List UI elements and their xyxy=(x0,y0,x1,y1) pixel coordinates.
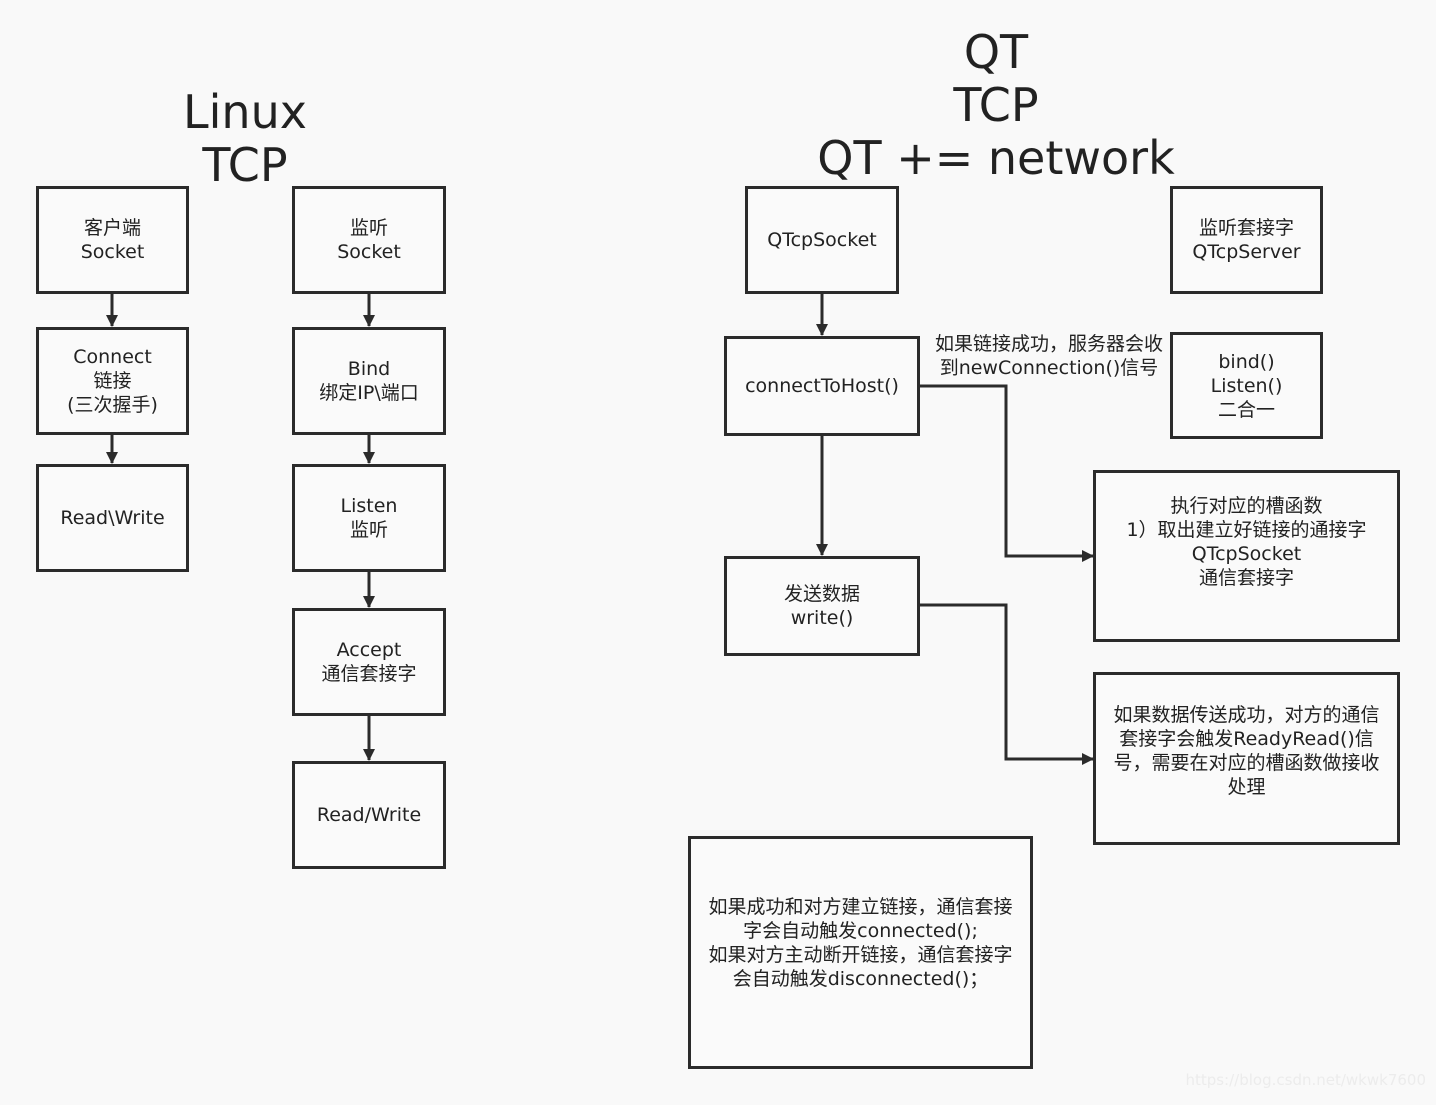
box-label: Accept xyxy=(336,639,402,661)
server-listen-box: Listen 监听 xyxy=(292,464,446,572)
box-label: 链接 xyxy=(93,370,132,392)
connected-signals-box: 如果成功和对方建立链接，通信套接 字会自动触发connected(); 如果对方… xyxy=(688,836,1033,1069)
client-socket-box: 客户端 Socket xyxy=(36,186,189,294)
server-socket-box: 监听 Socket xyxy=(292,186,446,294)
box-label: Socket xyxy=(80,241,145,263)
arrow-write-to-readyread xyxy=(919,603,1094,765)
box-label: Listen() xyxy=(1210,374,1283,397)
arrow-connecttohost-to-slot xyxy=(919,384,1094,562)
linux-tcp-title: Linux TCP xyxy=(155,86,335,192)
qt-tcp-title-line: TCP xyxy=(953,78,1039,132)
box-label: 字会自动触发connected(); xyxy=(743,919,978,942)
server-bind-box: Bind 绑定IP\端口 xyxy=(292,327,446,435)
box-label: connectToHost() xyxy=(745,375,899,397)
box-label: write() xyxy=(790,607,854,629)
box-label: QTcpServer xyxy=(1192,241,1301,263)
box-label: Read/Write xyxy=(316,804,422,826)
box-label: Connect xyxy=(73,346,152,368)
box-label: Bind xyxy=(347,358,391,380)
watermark: https://blog.csdn.net/wkwk7600 xyxy=(1185,1071,1426,1089)
bind-listen-box: bind() Listen() 二合一 xyxy=(1170,332,1323,439)
box-label: (三次握手) xyxy=(67,394,158,416)
qt-tcp-title: QT TCP QT += network xyxy=(796,26,1196,185)
client-connect-box: Connect 链接 (三次握手) xyxy=(36,327,189,435)
readyread-box: 如果数据传送成功，对方的通信 套接字会触发ReadyRead()信 号，需要在对… xyxy=(1093,672,1400,845)
box-label: 会自动触发disconnected()； xyxy=(732,967,989,990)
linux-title-line: Linux xyxy=(183,85,307,139)
box-label: 如果成功和对方建立链接，通信套接 xyxy=(708,895,1013,918)
box-label: 二合一 xyxy=(1217,398,1275,421)
box-label: 如果对方主动断开链接，通信套接字 xyxy=(708,943,1013,966)
box-label: 绑定IP\端口 xyxy=(319,382,419,404)
new-connection-note: 如果链接成功，服务器会收 到newConnection()信号 xyxy=(924,332,1174,380)
box-label: 处理 xyxy=(1227,776,1266,798)
box-label: 客户端 xyxy=(83,217,141,239)
note-line: 到newConnection()信号 xyxy=(939,357,1159,379)
qtcpserver-box: 监听套接字 QTcpServer xyxy=(1170,186,1323,294)
qt-network-title-line: QT += network xyxy=(817,131,1175,185)
box-label: Socket xyxy=(337,241,401,263)
box-label: 监听套接字 xyxy=(1198,217,1294,239)
box-label: 通信套接字 xyxy=(1198,567,1294,589)
box-label: 套接字会触发ReadyRead()信 xyxy=(1119,728,1374,750)
server-readwrite-box: Read/Write xyxy=(292,761,446,869)
box-label: 1）取出建立好链接的通接字 xyxy=(1126,519,1367,541)
qt-title-line: QT xyxy=(963,25,1029,79)
box-label: Listen xyxy=(340,495,398,517)
box-label: bind() xyxy=(1218,350,1275,373)
server-accept-box: Accept 通信套接字 xyxy=(292,608,446,716)
box-label: 发送数据 xyxy=(783,583,860,605)
qtcpsocket-box: QTcpSocket xyxy=(745,186,899,294)
slot-function-box: 执行对应的槽函数 1）取出建立好链接的通接字 QTcpSocket 通信套接字 xyxy=(1093,470,1400,642)
box-label: 执行对应的槽函数 xyxy=(1170,495,1323,517)
box-label: QTcpSocket xyxy=(767,229,877,251)
box-label: 号，需要在对应的槽函数做接收 xyxy=(1113,752,1380,774)
write-box: 发送数据 write() xyxy=(724,556,920,656)
box-label: Read\Write xyxy=(60,507,165,529)
box-label: 如果数据传送成功，对方的通信 xyxy=(1113,704,1380,726)
box-label: 监听 xyxy=(349,217,388,239)
box-label: 监听 xyxy=(349,519,388,541)
client-readwrite-box: Read\Write xyxy=(36,464,189,572)
connecttohost-box: connectToHost() xyxy=(724,336,920,436)
box-label: QTcpSocket xyxy=(1191,543,1302,565)
note-line: 如果链接成功，服务器会收 xyxy=(934,333,1163,355)
tcp-title-line: TCP xyxy=(202,138,288,192)
box-label: 通信套接字 xyxy=(321,663,417,685)
